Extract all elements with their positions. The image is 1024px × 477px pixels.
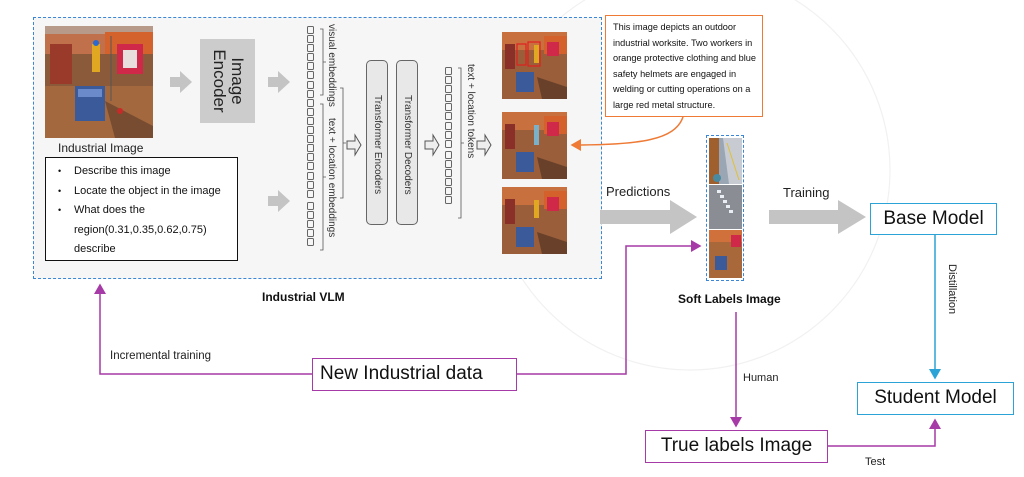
industrial-input-image [45, 26, 153, 138]
soft-labels-image [709, 138, 742, 278]
incremental-training-connector [94, 283, 312, 375]
human-label: Human [743, 372, 779, 384]
arrow-decoders-to-tokens [424, 133, 440, 157]
training-label: Training [783, 185, 830, 200]
new-industrial-data-box: New Industrial data [312, 358, 517, 391]
arrow-prompt-to-embeddings [268, 190, 290, 212]
prompt-item: Locate the object in the image [54, 182, 237, 202]
soft-labels-container [706, 135, 744, 281]
prompt-item: What does the region(0.31,0.35,0.62,0.75… [54, 201, 237, 260]
transformer-decoders-block: Transformer Decoders [396, 60, 418, 225]
prompt-item: Describe this image [54, 162, 237, 182]
output-image-region [502, 187, 567, 254]
predictions-label: Predictions [606, 184, 671, 199]
output-image-detection [502, 32, 567, 99]
transformer-encoders-block: Transformer Encoders [366, 60, 388, 225]
description-output-box: This image depicts an outdoor industrial… [605, 15, 763, 117]
true-labels-image-box: True labels Image [645, 430, 828, 463]
soft-labels-caption: Soft Labels Image [678, 292, 781, 306]
description-connector [570, 116, 684, 151]
input-image-caption: Industrial Image [58, 141, 144, 155]
output-token-column [445, 67, 452, 205]
arrow-encoder-to-embeddings [268, 71, 290, 93]
prompt-list-box: Describe this image Locate the object in… [45, 157, 238, 261]
arrow-tokens-to-outputs [476, 133, 492, 157]
test-connector [828, 418, 941, 447]
output-image-description [502, 112, 567, 179]
incremental-training-label: Incremental training [110, 350, 211, 362]
industrial-vlm-title: Industrial VLM [262, 290, 345, 304]
predictions-arrow [600, 200, 697, 234]
embedding-token-column [307, 26, 314, 247]
new-data-to-soft-labels-connector [517, 240, 702, 375]
test-label: Test [865, 456, 886, 468]
arrow-embeddings-to-encoders [346, 133, 362, 157]
training-arrow [769, 200, 866, 234]
base-model-box: Base Model [870, 203, 997, 235]
student-model-box: Student Model [857, 382, 1014, 415]
arrow-image-to-encoder [170, 71, 192, 93]
